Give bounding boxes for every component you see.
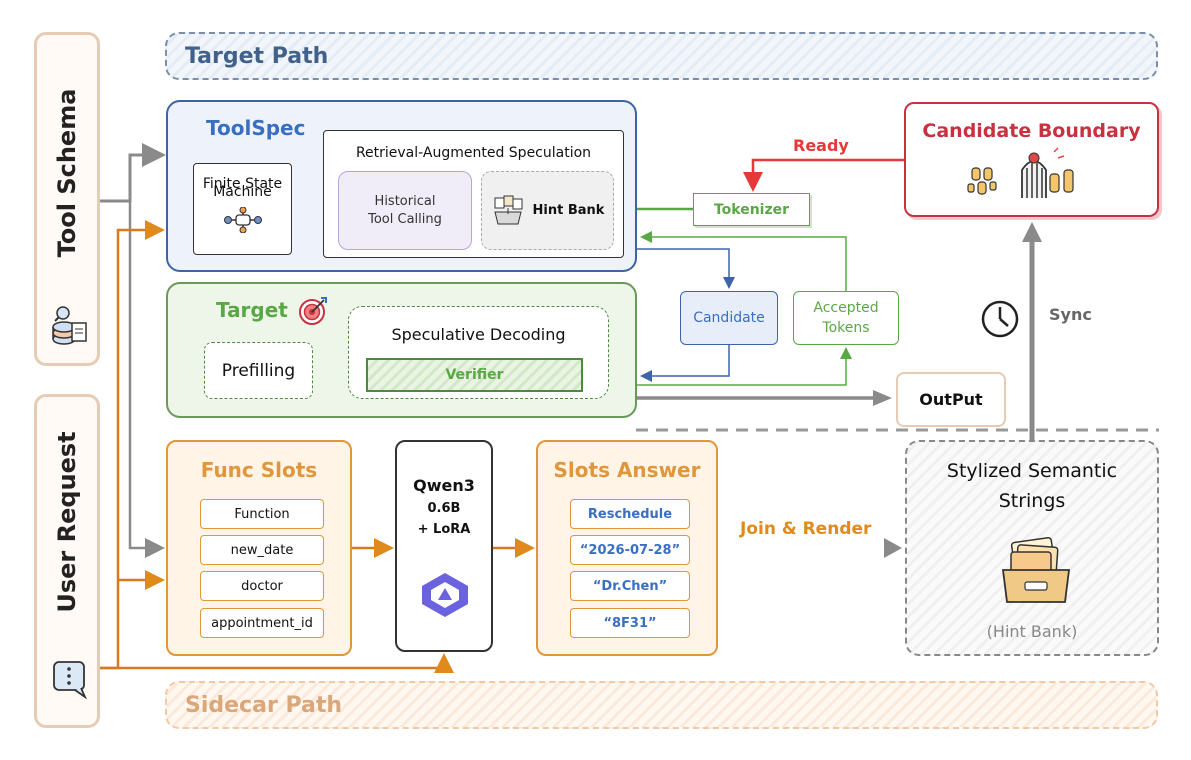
database-search-icon (52, 306, 87, 345)
answer-slot-item: “2026-07-28” (570, 535, 690, 565)
fsm-label-line2: Machine (213, 184, 272, 200)
stylized-subtitle: (Hint Bank) (986, 622, 1078, 641)
verifier-box: Verifier (366, 358, 583, 392)
output-box: OutPut (896, 372, 1006, 427)
target-path-label: Target Path (185, 43, 329, 69)
speculative-decoding-box: Speculative Decoding Verifier (348, 306, 609, 399)
target-path-banner: Target Path (165, 32, 1158, 80)
candidate-boundary-title: Candidate Boundary (922, 120, 1141, 142)
user-request-arrow-qwen (100, 653, 454, 673)
answer-slot-item: “Dr.Chen” (570, 571, 690, 601)
target-title: Target (216, 298, 288, 322)
accepted-line1: Accepted (813, 300, 879, 316)
arrow-toolspec-to-candidate (637, 248, 735, 289)
arrow-verifier-to-accepted (637, 347, 852, 386)
stylized-title-line1: Stylized Semantic (946, 460, 1118, 482)
qwen-name: Qwen3 (413, 476, 475, 495)
sync-label: Sync (1049, 305, 1092, 324)
func-slots-title: Func Slots (200, 458, 318, 482)
user-request-arrow-up (100, 220, 165, 670)
tool-schema-arrow (100, 143, 166, 203)
hint-bank-box: Hint Bank (481, 171, 614, 250)
chat-bubble-icon (53, 661, 87, 699)
hint-bank-label: Hint Bank (532, 203, 605, 218)
hint-bank-icon (493, 195, 523, 224)
func-slots-panel: Func Slots Function new_date doctor appo… (166, 440, 352, 656)
stylized-semantic-strings-panel: Stylized Semantic Strings (Hint Bank) (905, 440, 1159, 656)
qwen-size: 0.6B (427, 501, 461, 516)
qwen-model-box: Qwen3 0.6B + LoRA (395, 440, 493, 652)
ready-arrow (743, 158, 904, 192)
sidecar-path-banner: Sidecar Path (165, 681, 1158, 729)
arrow-target-to-output-head (873, 390, 892, 406)
fsm-label-line1: Finite State (202, 176, 283, 192)
qwen-logo-icon (422, 573, 468, 617)
historical-line1: Historical (374, 193, 436, 209)
historical-line2: Tool Calling (368, 211, 442, 227)
func-slot-item: appointment_id (200, 608, 324, 638)
accepted-line2: Tokens (822, 320, 870, 336)
state-machine-icon (223, 207, 262, 233)
join-render-arrowhead (884, 538, 902, 558)
toolspec-title: ToolSpec (206, 116, 306, 140)
stylized-title-line2: Strings (998, 490, 1066, 512)
finite-state-machine-box: Finite State Machine (193, 163, 292, 255)
func-slot-item: Function (200, 499, 324, 529)
arrow-accepted-to-toolspec (640, 231, 847, 291)
arrow-candidate-to-verifier (640, 345, 730, 382)
ras-title: Retrieval-Augmented Speculation (355, 145, 592, 161)
user-request-label: User Request (53, 430, 81, 613)
speculative-decoding-title: Speculative Decoding (391, 325, 566, 344)
tool-schema-label: Tool Schema (53, 88, 81, 258)
accepted-tokens-box: Accepted Tokens (793, 291, 899, 345)
candidate-boundary-panel: Candidate Boundary (904, 102, 1159, 217)
func-slot-item: doctor (200, 571, 324, 601)
retrieval-augmented-speculation-box: Retrieval-Augmented Speculation Historic… (323, 130, 624, 258)
tokenizer-box: Tokenizer (693, 193, 810, 226)
sidecar-path-label: Sidecar Path (185, 692, 343, 718)
qwen-lora: + LoRA (417, 522, 471, 537)
func-slot-item: new_date (200, 535, 324, 565)
join-render-label: Join & Render (740, 519, 872, 539)
historical-tool-calling-box: Historical Tool Calling (338, 171, 472, 250)
tool-schema-tab: Tool Schema (34, 32, 100, 366)
stylized-title: Stylized Semantic Strings (907, 456, 1157, 516)
candidate-box: Candidate (680, 291, 778, 345)
prefilling-box: Prefilling (204, 342, 313, 399)
card-tray-icon (1001, 536, 1071, 603)
gate-filter-icon (967, 147, 1074, 198)
sync-arrowhead (1022, 222, 1042, 242)
clock-icon (981, 300, 1019, 338)
answer-slot-item: “8F31” (570, 608, 690, 638)
target-bullseye-icon (299, 297, 327, 325)
slots-answer-panel: Slots Answer Reschedule “2026-07-28” “Dr… (536, 440, 718, 656)
target-panel: Target Prefilling Speculative Decoding V… (166, 282, 637, 418)
toolspec-panel: ToolSpec Finite State Machine Retrieval-… (166, 100, 637, 272)
ready-label: Ready (793, 136, 849, 155)
slots-answer-title: Slots Answer (553, 458, 701, 482)
tool-schema-arrow-down (128, 201, 165, 558)
answer-slot-item: Reschedule (570, 499, 690, 529)
user-request-tab: User Request (34, 394, 100, 728)
